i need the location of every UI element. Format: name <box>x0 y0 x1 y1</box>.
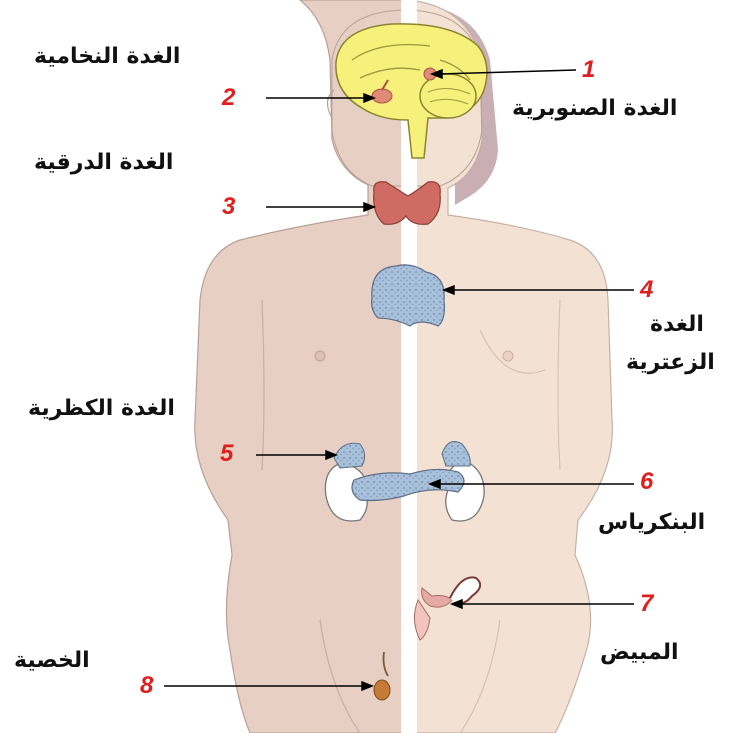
label-adrenal: الغدة الكظرية <box>28 396 175 421</box>
chest-mark-right <box>503 351 513 361</box>
number-2: 2 <box>222 86 235 110</box>
number-1: 1 <box>582 58 595 82</box>
pituitary-gland <box>372 89 392 103</box>
number-4: 4 <box>640 278 653 302</box>
label-testis: الخصية <box>14 648 90 673</box>
label-thymus-line2: الزعترية <box>626 350 715 375</box>
chest-mark-left <box>315 351 325 361</box>
thymus-gland <box>372 265 445 326</box>
number-3: 3 <box>222 195 235 219</box>
number-8: 8 <box>140 674 153 698</box>
number-5: 5 <box>220 442 233 466</box>
cerebellum <box>420 74 476 118</box>
number-6: 6 <box>640 470 653 494</box>
label-thyroid: الغدة الدرقية <box>34 150 173 175</box>
testis <box>374 680 390 700</box>
number-7: 7 <box>640 592 653 616</box>
label-thymus-line1: الغدة <box>650 312 704 337</box>
label-pineal: الغدة الصنوبرية <box>512 96 677 121</box>
label-ovary: المبيض <box>600 640 679 665</box>
label-pancreas: البنكرياس <box>598 510 705 535</box>
label-pituitary: الغدة النخامية <box>34 44 180 69</box>
